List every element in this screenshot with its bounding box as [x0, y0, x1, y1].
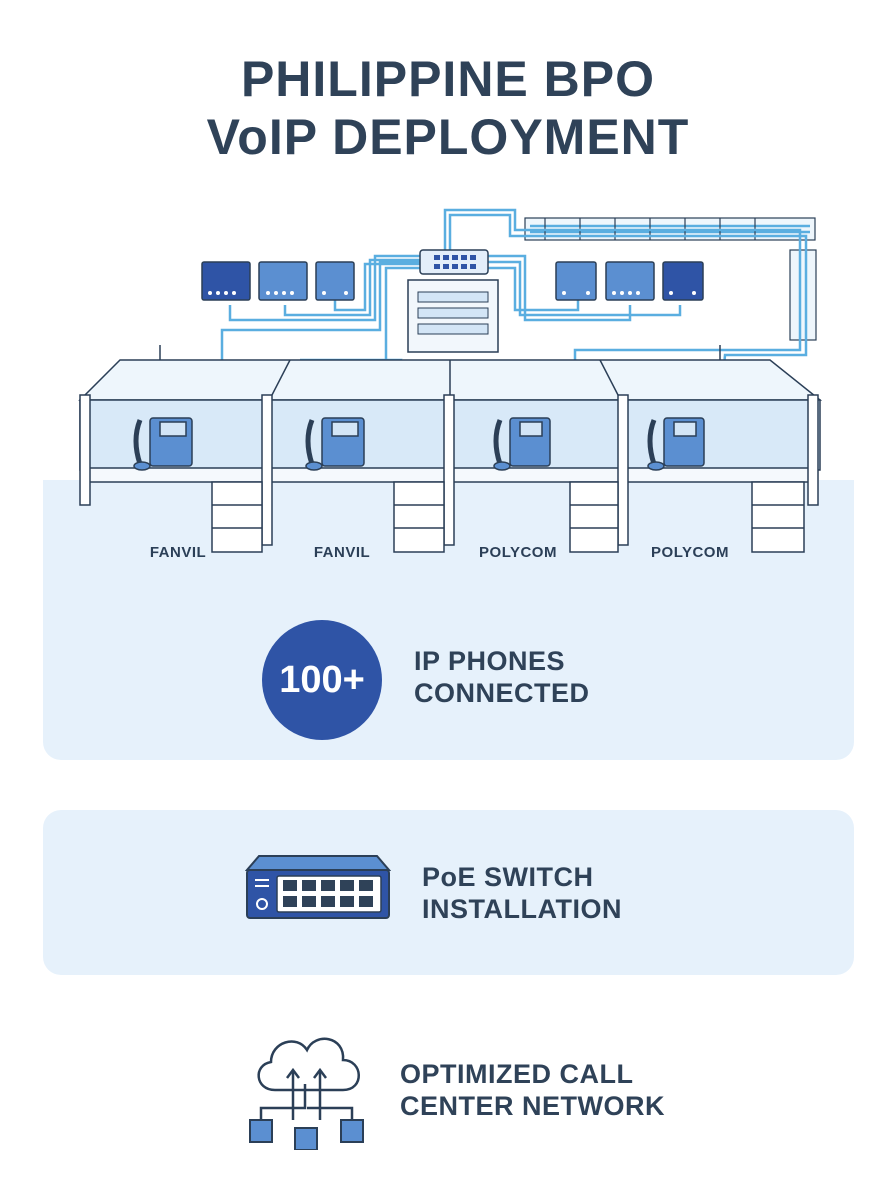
ip-phone-icon-3 [493, 417, 551, 471]
ip-phone-icon-1 [133, 417, 193, 471]
title-line-1: PHILIPPINE BPO [240, 51, 656, 107]
phone-count-badge: 100+ [262, 620, 382, 740]
ip-phone-icons [133, 417, 705, 471]
call-center-network-label: OPTIMIZED CALL CENTER NETWORK [400, 1058, 665, 1122]
core-switch-icon [419, 249, 489, 275]
switch-label-line-2: INSTALLATION [422, 894, 622, 924]
ip-phone-icon-2 [305, 417, 365, 471]
desk-brand-2: FANVIL [313, 544, 371, 561]
cubicle-row [78, 345, 823, 553]
network-label-line-2: CENTER NETWORK [400, 1091, 665, 1121]
ip-phone-icon-4 [647, 417, 705, 471]
network-device-icons [201, 261, 704, 301]
switch-panel [43, 810, 854, 975]
server-rack-icon [407, 279, 499, 353]
office-network-diagram [43, 208, 854, 580]
network-label-line-1: OPTIMIZED CALL [400, 1059, 634, 1089]
phones-connected-label: IP PHONES CONNECTED [414, 645, 590, 709]
poe-switch-icon [245, 855, 391, 919]
desk-brand-3: POLYCOM [479, 544, 557, 561]
poe-switch-label: PoE SWITCH INSTALLATION [422, 861, 622, 925]
phones-label-line-2: CONNECTED [414, 678, 590, 708]
desk-brand-1: FANVIL [149, 544, 207, 561]
cloud-network-icon [249, 1037, 364, 1150]
title-line-2: VoIP DEPLOYMENT [206, 109, 690, 165]
phones-label-line-1: IP PHONES [414, 646, 566, 676]
switch-label-line-1: PoE SWITCH [422, 862, 594, 892]
cable-tray [524, 217, 817, 341]
desk-brand-4: POLYCOM [651, 544, 729, 561]
page-title: PHILIPPINE BPO VoIP DEPLOYMENT [0, 50, 896, 166]
